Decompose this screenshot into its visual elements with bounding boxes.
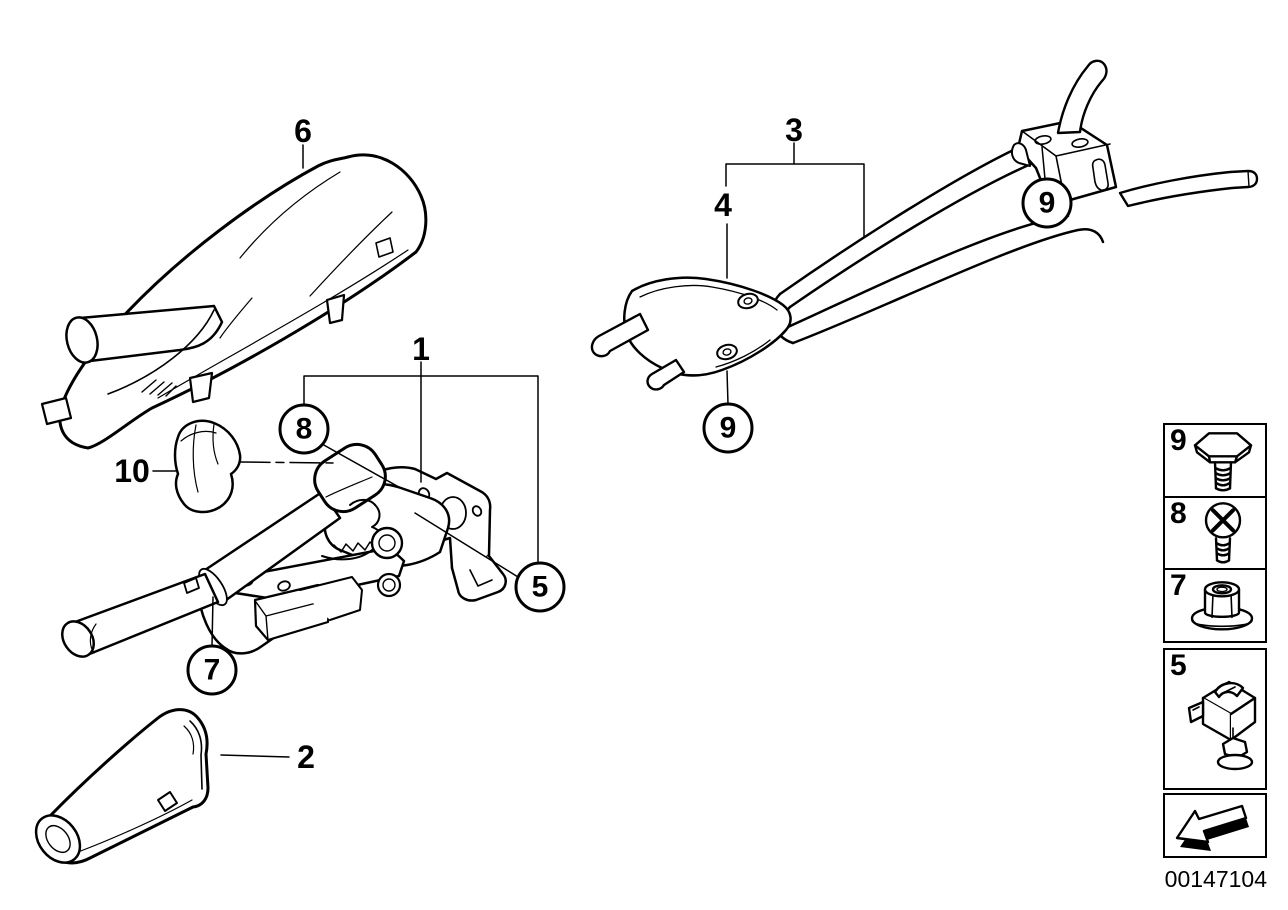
callout-leader-lines [152, 142, 1046, 758]
part-boot-drawing [34, 708, 210, 865]
part-lever-assembly-drawing [61, 419, 507, 658]
legend-number-8: 8 [1170, 496, 1187, 530]
legend-cell-nut[interactable]: 7 [1165, 568, 1265, 641]
part-label-10[interactable]: 10 [114, 453, 150, 489]
part-cable-assembly-drawing [590, 59, 1259, 391]
legend-box-fasteners: 9 8 7 [1163, 423, 1267, 643]
callout-9-lower[interactable]: 9 [702, 402, 754, 454]
part-label-6[interactable]: 6 [294, 113, 312, 149]
legend-cell-bolt[interactable]: 9 [1165, 425, 1265, 496]
legend-cell-screw[interactable]: 8 [1165, 495, 1265, 569]
callout-5[interactable]: 5 [514, 561, 566, 613]
phillips-screw-icon [1204, 501, 1242, 564]
part-label-1[interactable]: 1 [412, 331, 430, 367]
part-label-2[interactable]: 2 [297, 739, 315, 775]
callout-9-upper[interactable]: 9 [1021, 177, 1073, 229]
part-label-4[interactable]: 4 [710, 188, 736, 222]
document-number: 00147104 [1164, 866, 1267, 892]
legend-number-9: 9 [1170, 424, 1187, 457]
arrow-down-left-icon [1175, 804, 1249, 851]
flange-nut-icon [1190, 581, 1254, 631]
legend-number-7: 7 [1170, 569, 1187, 603]
legend-number-5: 5 [1170, 649, 1187, 682]
cage-nut-clip-icon [1187, 680, 1257, 771]
hex-bolt-icon [1193, 432, 1253, 492]
part-label-3[interactable]: 3 [785, 112, 803, 148]
callout-8[interactable]: 8 [278, 403, 330, 455]
part-cover-drawing [40, 153, 428, 450]
legend-box-direction[interactable] [1163, 793, 1267, 858]
legend-box-clip[interactable]: 5 [1163, 648, 1267, 790]
hardware-legend: 9 8 7 [1163, 423, 1267, 858]
callout-7[interactable]: 7 [186, 644, 238, 696]
